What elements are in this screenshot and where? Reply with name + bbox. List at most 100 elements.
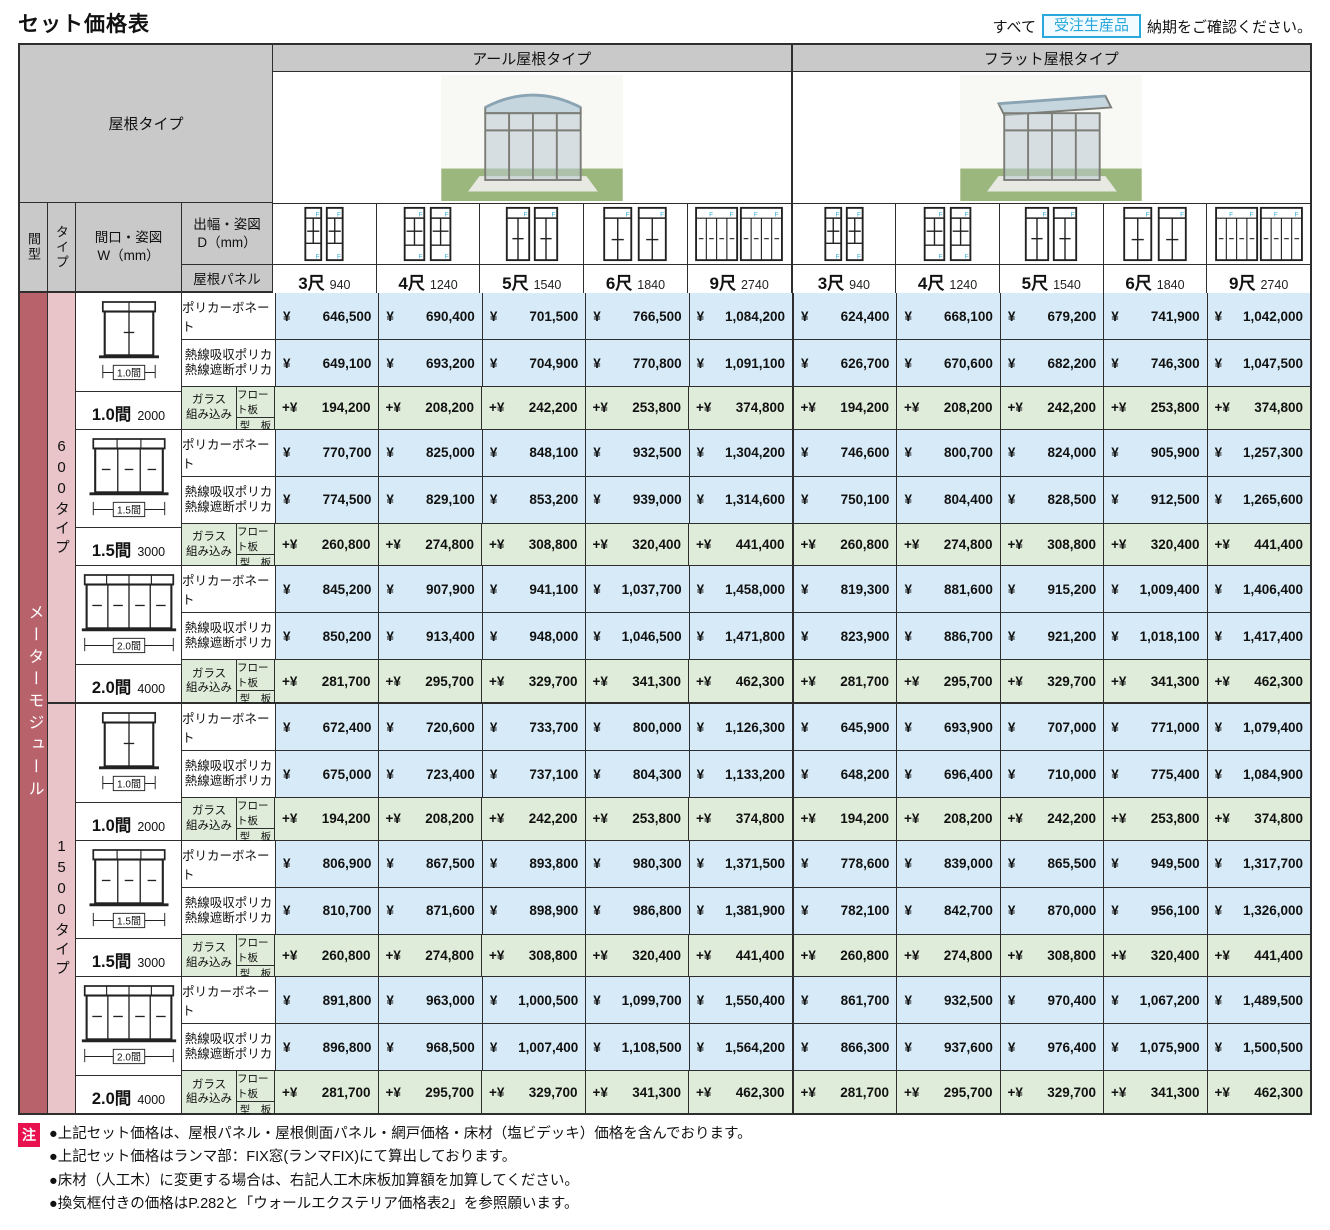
price-cell: ¥937,600 — [897, 1024, 1001, 1071]
figure-dimension-label: 1.5間 — [117, 504, 141, 516]
price-cells: ¥896,800¥968,500¥1,007,400¥1,108,500¥1,5… — [276, 1024, 1311, 1071]
price-cell: ¥949,500 — [1104, 840, 1208, 887]
col-header-width: 間口・姿図 W（mm） — [76, 203, 182, 291]
price-cell: ¥1,079,400 — [1207, 704, 1311, 751]
price-cell: +¥281,700 — [275, 660, 379, 703]
price-cell: +¥462,300 — [689, 660, 792, 703]
price-cell: ¥626,700 — [792, 340, 898, 386]
width-column: 2.0間 2.0間 4000 — [76, 977, 182, 1114]
size-mm: 3000 — [137, 545, 166, 560]
page-title: セット価格表 — [18, 13, 150, 36]
price-cell: +¥253,800 — [1104, 798, 1208, 840]
section-rows: ポリカーボネート ¥672,400¥720,600¥733,700¥800,00… — [182, 704, 1311, 843]
glass-label: ガラス組み込み フロート板型 板 — [182, 1071, 275, 1116]
price-cell: ¥723,400 — [379, 751, 483, 798]
price-cell: +¥274,800 — [378, 523, 482, 566]
material-label-line: 熱線吸収ポリカ — [184, 621, 273, 636]
price-cell: ¥1,371,500 — [689, 840, 793, 887]
price-cell: ¥690,400 — [379, 293, 483, 339]
price-cell: ¥867,500 — [379, 840, 483, 887]
glass-label: ガラス組み込み フロート板型 板 — [182, 934, 275, 980]
price-row-heat-polyca: 熱線吸収ポリカ 熱線遮断ポリカ ¥810,700¥871,600¥898,900… — [182, 887, 1311, 935]
svg-text:F: F — [1294, 211, 1298, 218]
price-cell: +¥274,800 — [897, 934, 1001, 977]
svg-text:F: F — [857, 253, 861, 260]
material-label: 熱線吸収ポリカ 熱線遮断ポリカ — [182, 1024, 276, 1071]
material-label: ポリカーボネート — [182, 704, 276, 751]
price-cell: +¥242,200 — [1000, 387, 1104, 429]
material-label: 熱線吸収ポリカ 熱線遮断ポリカ — [182, 751, 276, 798]
type-600-band: 600タイプ — [48, 293, 75, 704]
figure-dimension-label: 2.0間 — [117, 640, 141, 652]
price-cell: ¥896,800 — [276, 1024, 380, 1071]
price-cells: ¥672,400¥720,600¥733,700¥800,000¥1,126,3… — [276, 704, 1311, 751]
glass-label: ガラス組み込み フロート板型 板 — [182, 798, 275, 843]
price-cell: +¥329,700 — [1000, 1071, 1104, 1114]
price-cell: +¥274,800 — [897, 523, 1001, 566]
window-figure-1-0ken: 1.0間 — [76, 704, 181, 802]
price-cell: ¥1,084,900 — [1207, 751, 1311, 798]
price-cell: ¥1,067,200 — [1104, 977, 1208, 1024]
section-rows: ポリカーボネート ¥806,900¥867,500¥893,800¥980,30… — [182, 840, 1311, 980]
price-cell: +¥374,800 — [689, 798, 792, 840]
price-cell: ¥865,500 — [1000, 840, 1105, 887]
price-cell: ¥839,000 — [897, 840, 1001, 887]
price-cell: +¥295,700 — [378, 1071, 482, 1114]
size-label: 1.0間 2000 — [76, 801, 181, 840]
size-mm: 2000 — [137, 819, 166, 834]
arch-roof-photo-illustration — [273, 72, 791, 204]
note-delivery-text: 納期をご確認ください。 — [1146, 18, 1312, 36]
svg-text:F: F — [661, 211, 665, 218]
price-cell: +¥253,800 — [1104, 387, 1208, 429]
price-cell: +¥194,200 — [275, 798, 379, 840]
svg-text:F: F — [1180, 211, 1184, 218]
price-cells: ¥774,500¥829,100¥853,200¥939,000¥1,314,6… — [276, 476, 1311, 523]
price-cells: ¥850,200¥913,400¥948,000¥1,046,500¥1,471… — [276, 613, 1311, 660]
price-cell: +¥320,400 — [1104, 523, 1208, 566]
section-rows: ポリカーボネート ¥845,200¥907,900¥941,100¥1,037,… — [182, 566, 1311, 705]
price-cell: ¥720,600 — [379, 704, 483, 751]
price-cell: ¥1,471,800 — [689, 613, 793, 660]
price-cell: ¥825,000 — [379, 429, 483, 476]
section-1500-2-0ken: 2.0間 2.0間 4000 ポリカーボネート ¥891,800¥963,000… — [76, 977, 1311, 1116]
price-cell: ¥710,000 — [1000, 751, 1105, 798]
price-cell: +¥281,700 — [791, 660, 897, 703]
price-row-polycarbonate: ポリカーボネート ¥806,900¥867,500¥893,800¥980,30… — [182, 840, 1311, 888]
price-cell: ¥1,046,500 — [586, 613, 690, 660]
price-cell: +¥374,800 — [1207, 387, 1310, 429]
price-cell: +¥374,800 — [689, 387, 792, 429]
price-cell: ¥696,400 — [897, 751, 1001, 798]
material-label-line: 熱線遮断ポリカ — [184, 774, 273, 789]
col-header-depth-line2: D（mm） — [197, 234, 257, 250]
figure-dimension-label: 1.5間 — [117, 915, 141, 927]
price-cell: ¥649,100 — [276, 340, 380, 386]
price-cell: +¥441,400 — [1207, 523, 1310, 566]
material-label-line: 熱線吸収ポリカ — [184, 759, 273, 774]
price-cell: ¥828,500 — [1000, 476, 1105, 523]
price-cell: +¥341,300 — [585, 660, 689, 703]
price-cell: ¥804,300 — [586, 751, 690, 798]
col-header-width-line1: 間口・姿図 — [94, 229, 163, 245]
price-cell: ¥948,000 — [482, 613, 587, 660]
price-cell: ¥775,400 — [1104, 751, 1208, 798]
price-cell: +¥374,800 — [1207, 798, 1310, 840]
price-cell: ¥939,000 — [586, 476, 690, 523]
table-body: メーターモジュール 600タイプ 1500タイプ — [20, 293, 1311, 1116]
svg-text:F: F — [938, 253, 942, 260]
material-label: 熱線吸収ポリカ 熱線遮断ポリカ — [182, 476, 276, 523]
price-cell: ¥766,500 — [586, 293, 690, 339]
note-all-text: すべて — [992, 18, 1036, 36]
price-cell: ¥932,500 — [586, 429, 690, 476]
price-cell: ¥1,265,600 — [1207, 476, 1311, 523]
size-label: 1.5間 3000 — [76, 938, 181, 976]
price-cell: ¥771,000 — [1104, 704, 1208, 751]
material-label-line: 熱線吸収ポリカ — [184, 484, 273, 499]
price-cell: +¥441,400 — [689, 934, 792, 977]
svg-text:F: F — [754, 211, 758, 218]
